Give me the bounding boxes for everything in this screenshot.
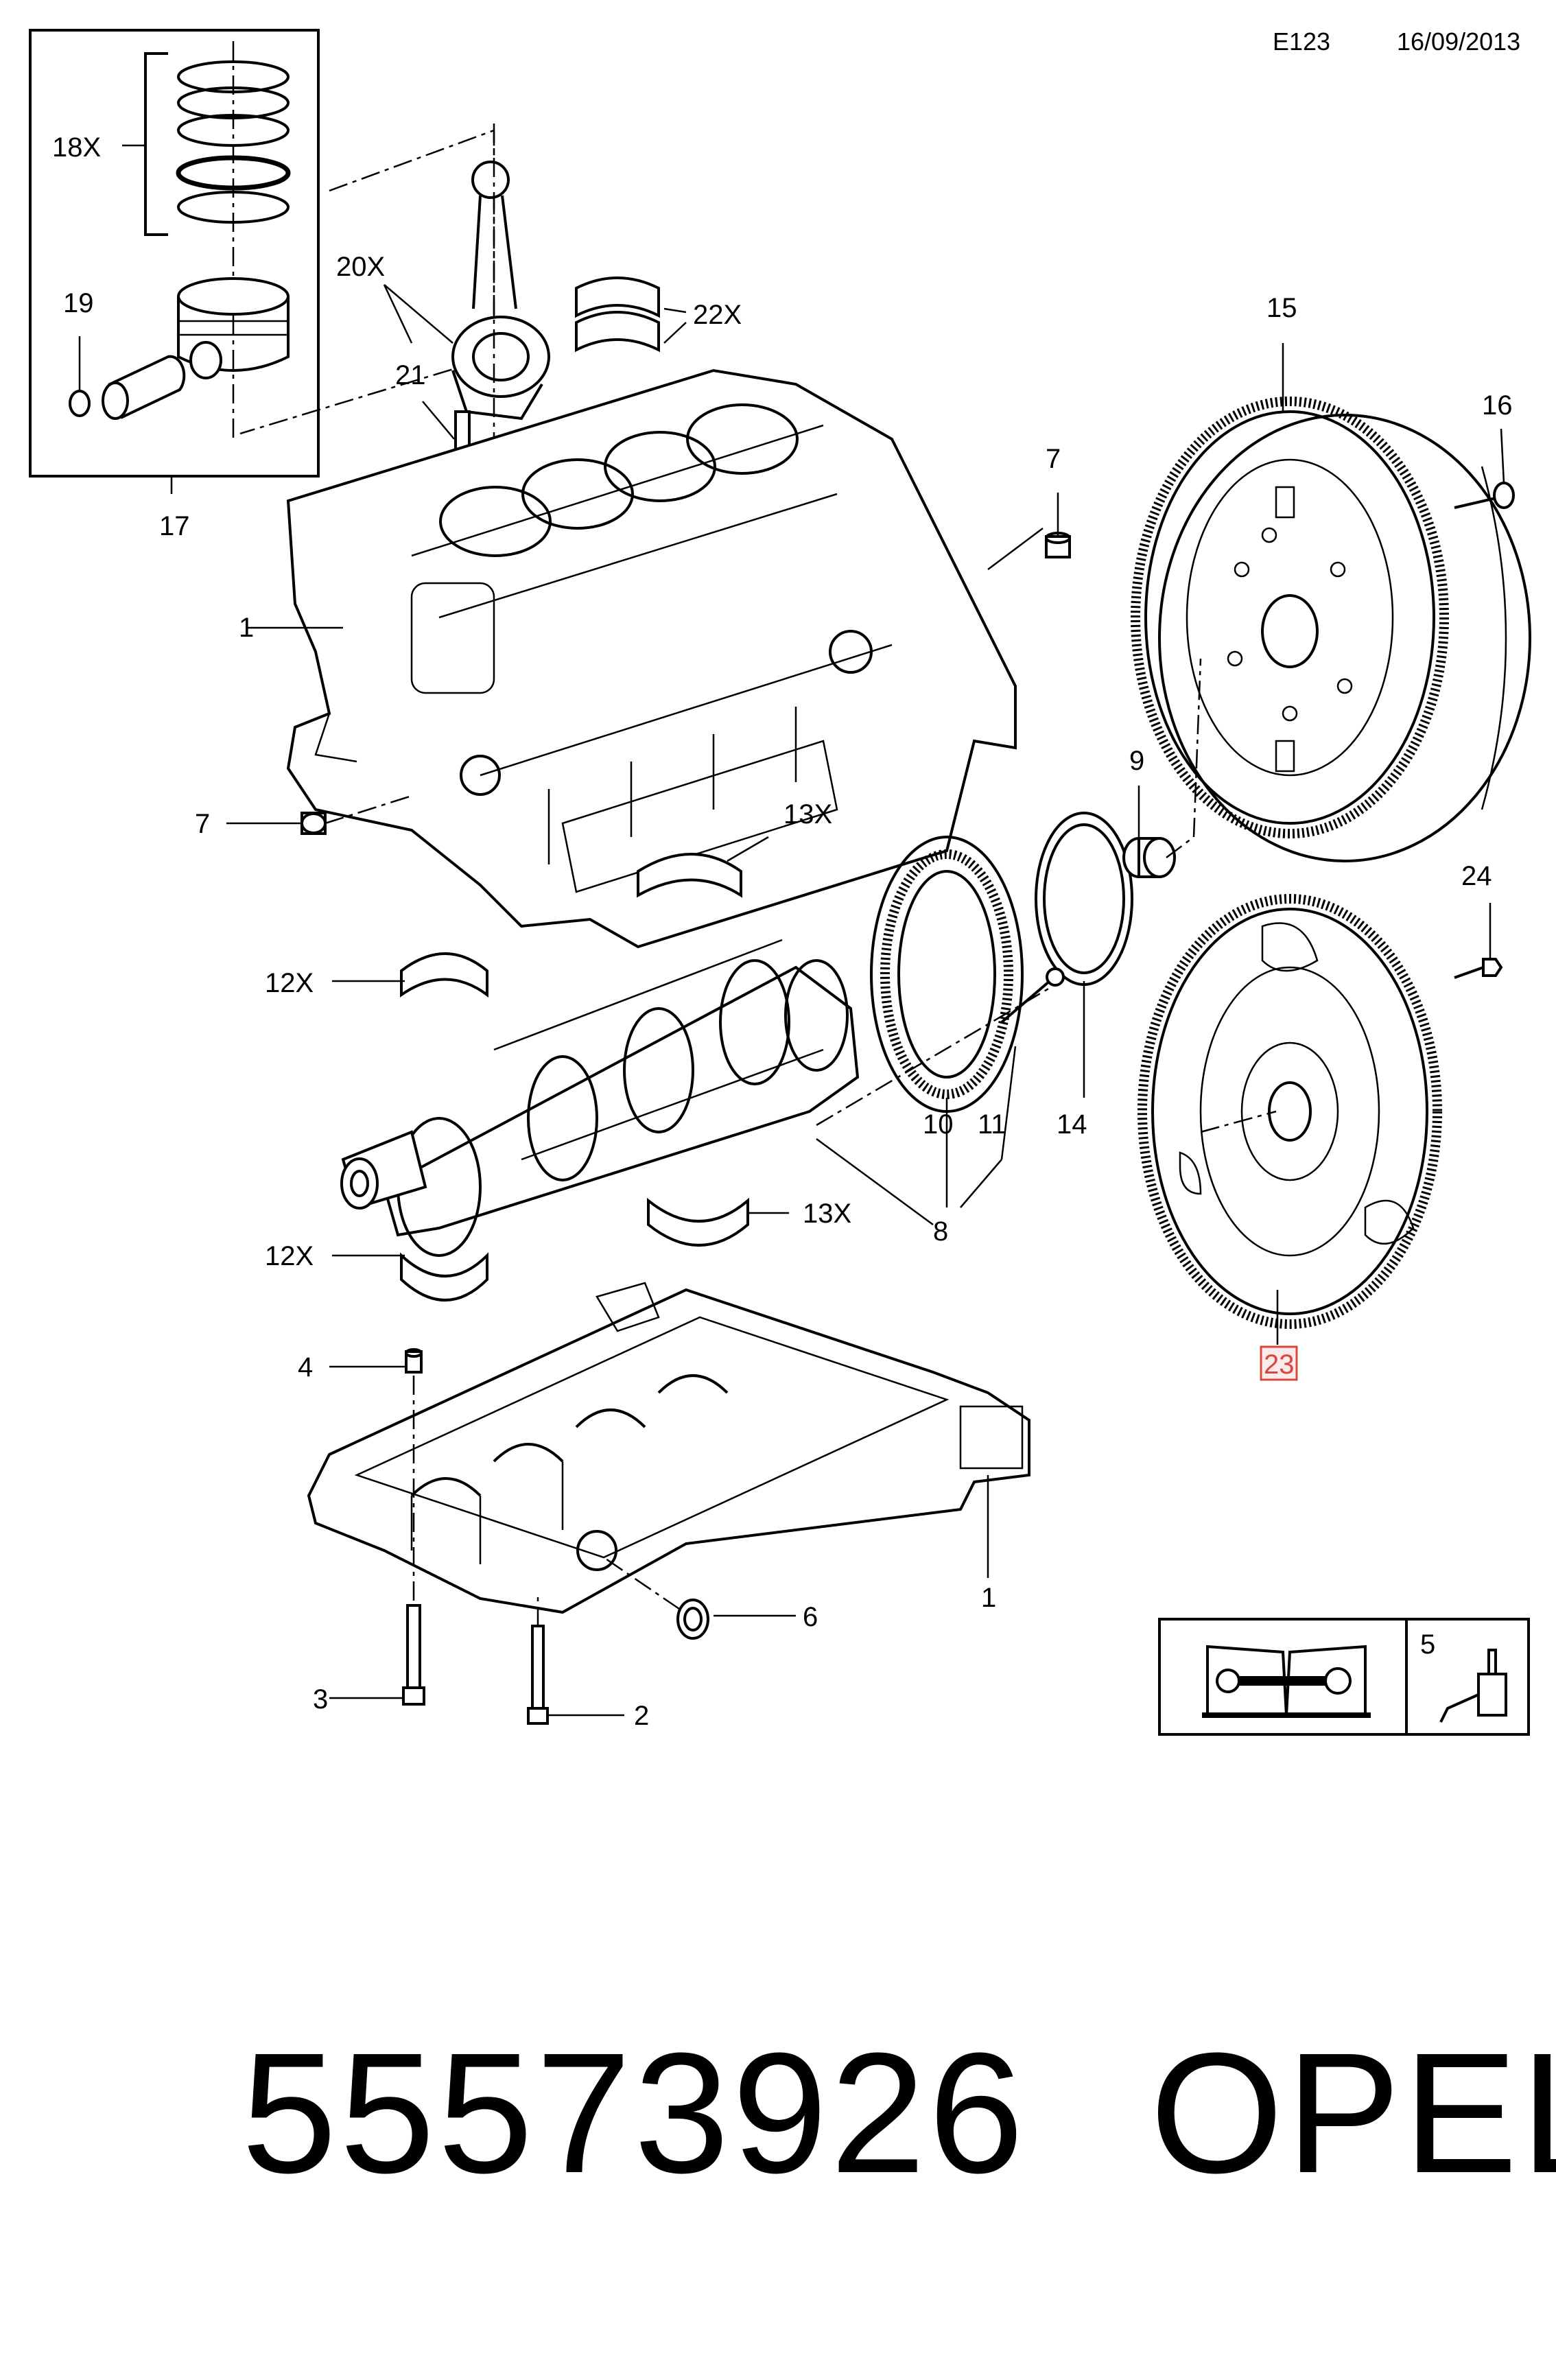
callout-7-left: 7 bbox=[195, 809, 210, 839]
callout-24: 24 bbox=[1461, 861, 1492, 891]
reluctor-bolt bbox=[1000, 967, 1065, 1024]
connecting-rod bbox=[451, 123, 550, 480]
bedplate-bolt-short bbox=[527, 1625, 549, 1725]
info-box bbox=[1158, 1618, 1530, 1736]
callout-8: 8 bbox=[933, 1216, 948, 1247]
main-bearing-shell-lower-13x bbox=[647, 1197, 749, 1247]
callout-1-bedplate: 1 bbox=[981, 1583, 996, 1613]
part-number: 55573926 bbox=[241, 2017, 1027, 2208]
piston bbox=[177, 277, 290, 379]
flexplate-bolt bbox=[1454, 958, 1503, 979]
callout-20x: 20X bbox=[336, 252, 385, 282]
reluctor-ring bbox=[870, 836, 1024, 1113]
callout-16: 16 bbox=[1482, 390, 1513, 421]
piston-rings bbox=[176, 60, 291, 224]
callout-11: 11 bbox=[978, 1109, 1006, 1140]
callout-4: 4 bbox=[298, 1352, 313, 1382]
callout-13x-lower: 13X bbox=[803, 1199, 851, 1229]
callout-3: 3 bbox=[313, 1684, 328, 1715]
part-caption: 55573926 OPEL bbox=[40, 1856, 1556, 2370]
callout-18x: 18X bbox=[52, 132, 101, 163]
callout-15: 15 bbox=[1266, 293, 1297, 323]
repair-manual-icon bbox=[1202, 1645, 1371, 1718]
callout-14: 14 bbox=[1057, 1109, 1087, 1140]
engine-block bbox=[286, 368, 1017, 949]
dowel-pin bbox=[405, 1348, 423, 1374]
pilot-bearing bbox=[1122, 837, 1176, 878]
callout-23: 23 bbox=[1264, 1350, 1295, 1380]
callout-13x-upper: 13X bbox=[783, 799, 832, 829]
callout-23-highlight bbox=[1260, 1345, 1298, 1381]
rear-main-seal bbox=[1035, 812, 1133, 986]
callout-7-top: 7 bbox=[1046, 444, 1061, 474]
plug-left bbox=[300, 812, 327, 835]
piston-pin bbox=[102, 355, 186, 420]
sealant-tube-icon bbox=[1439, 1649, 1507, 1723]
callout-6: 6 bbox=[803, 1602, 818, 1632]
callout-17: 17 bbox=[159, 511, 190, 541]
exploded-view-diagram: 18X 19 17 20X 21 22X 7 1 7 13X 12X 9 15 … bbox=[29, 29, 1531, 1736]
callout-19: 19 bbox=[63, 288, 94, 318]
callout-9: 9 bbox=[1129, 746, 1144, 776]
plug-right bbox=[1045, 532, 1071, 558]
conrod-bearing-shells bbox=[575, 276, 660, 353]
main-bearing-shell-upper-13x bbox=[637, 853, 742, 898]
brand-name: OPEL bbox=[1150, 2017, 1556, 2208]
main-bearing-shell-lower-12x bbox=[400, 1252, 488, 1301]
parts-diagram-sheet: E123 16/09/2013 bbox=[29, 27, 1556, 2199]
dual-mass-flywheel bbox=[1131, 397, 1531, 862]
callout-22x: 22X bbox=[693, 300, 742, 330]
callout-12x-upper: 12X bbox=[265, 968, 314, 998]
bedplate-bolt-long bbox=[402, 1604, 425, 1706]
main-bearing-shell-upper-12x bbox=[400, 952, 488, 998]
callout-5: 5 bbox=[1420, 1629, 1435, 1660]
callout-2: 2 bbox=[634, 1701, 649, 1731]
circlip bbox=[69, 390, 91, 417]
crankshaft bbox=[340, 939, 860, 1257]
piston-inset-box bbox=[29, 29, 320, 494]
flexplate bbox=[1137, 894, 1442, 1329]
callout-10: 10 bbox=[923, 1109, 954, 1140]
lower-crankcase-bedplate bbox=[307, 1282, 1030, 1614]
callout-labels: 18X 19 17 20X 21 22X 7 1 7 13X 12X 9 15 … bbox=[52, 132, 1513, 1731]
callout-12x-lower: 12X bbox=[265, 1241, 314, 1271]
diagram-date: 16/09/2013 bbox=[1397, 27, 1521, 56]
drain-plug bbox=[676, 1599, 709, 1640]
diagram-code: E123 bbox=[1273, 27, 1331, 56]
callout-21: 21 bbox=[395, 360, 426, 390]
callout-1-block: 1 bbox=[239, 613, 254, 643]
